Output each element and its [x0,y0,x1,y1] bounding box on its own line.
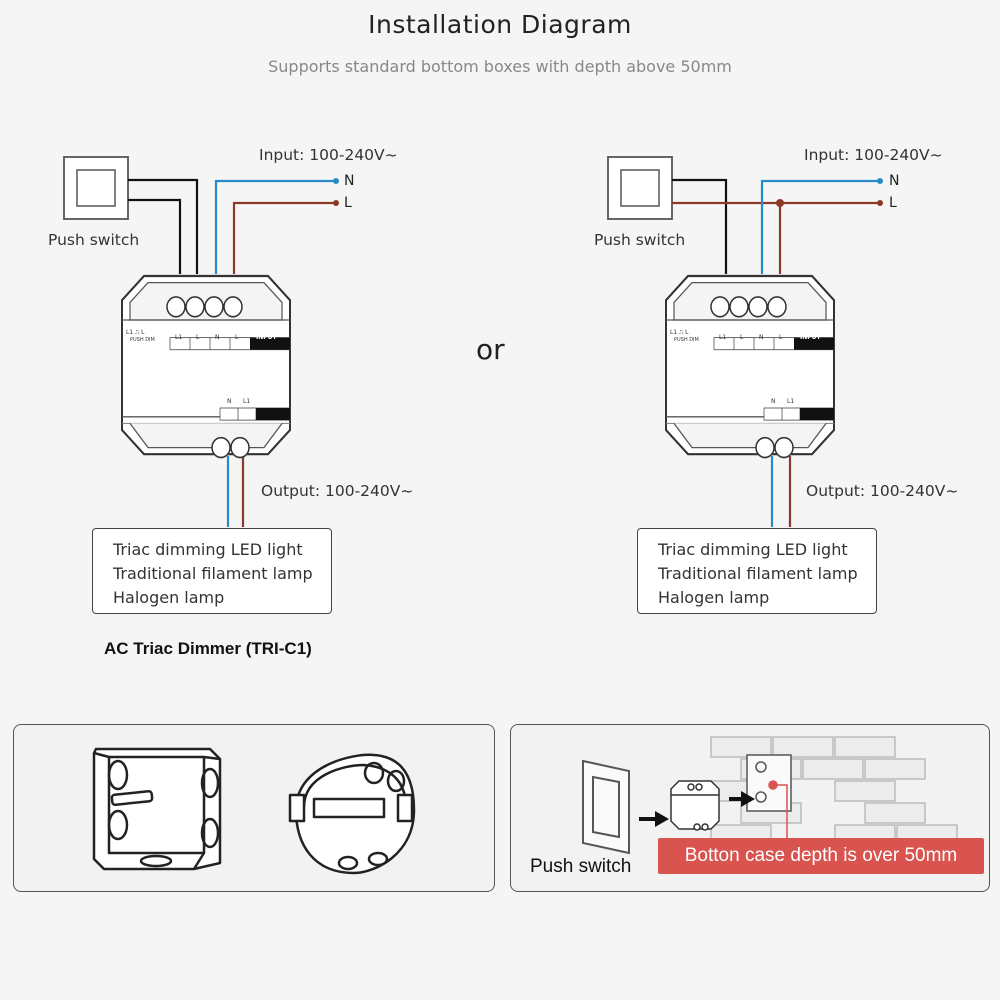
term-in-4: L [235,334,239,341]
diagram-title: Installation Diagram [368,10,632,39]
push-switch-right [607,156,673,220]
switch-wire-right-1 [672,178,728,274]
input-label-right: Input: 100-240V~ [804,146,943,164]
wall-box-icon [746,754,792,812]
load-box-right: Triac dimming LED light Traditional fila… [637,528,877,614]
bottom-box-illustrations [92,747,416,875]
push-switch-left [63,156,129,220]
or-separator: or [476,333,505,366]
diagram-subtitle: Supports standard bottom boxes with dept… [268,57,732,76]
load-line: Halogen lamp [658,588,770,607]
terminal-n-left: N [344,173,355,189]
term-in-1: L1 [719,334,726,341]
square-bottom-box-icon [92,747,222,871]
product-name: AC Triac Dimmer (TRI-C1) [104,639,312,658]
load-line: Halogen lamp [113,588,225,607]
term-in-3: N [215,334,220,341]
switch-wire-left-1 [128,178,199,274]
terminal-n-right: N [889,173,900,189]
module-labels-right: L1 ⎍ L PUSH DIM L1 L N L INPUT N L1 OUTP… [670,329,827,405]
output-tag: OUTPUT [258,399,283,405]
arrow-icon [639,811,669,827]
bottom-box-panel [13,724,495,892]
term-in-2: L [740,334,744,341]
push-switch-label-left: Push switch [48,231,140,249]
input-tag: INPUT [800,334,822,341]
input-tag: INPUT [256,334,278,341]
module-top-marking: L1 ⎍ L [126,329,145,336]
terminal-l-left: L [344,195,352,211]
load-box-left: Triac dimming LED light Traditional fila… [92,528,332,614]
module-push-dim: PUSH DIM [130,337,155,343]
output-label-left: Output: 100-240V~ [261,482,414,500]
term-in-3: N [759,334,764,341]
terminal-l-right: L [889,195,897,211]
wiring-diagrams: L1 ⎍ L PUSH DIM L1 L N L INPUT N L1 OUTP… [63,156,883,527]
load-line: Traditional filament lamp [113,564,313,583]
term-in-4: L [779,334,783,341]
wall-switch-icon [582,759,630,855]
live-wire-left [232,201,336,274]
dimmer-module-right [664,274,836,459]
module-labels-left: L1 ⎍ L PUSH DIM L1 L N L INPUT N L1 OUTP… [126,329,283,405]
load-line: Traditional filament lamp [658,564,858,583]
push-switch-label-right: Push switch [594,231,686,249]
term-out-1: N [227,398,232,405]
input-label-left: Input: 100-240V~ [259,146,398,164]
term-out-2: L1 [243,398,250,405]
module-top-marking: L1 ⎍ L [670,329,689,336]
dimmer-module-left [120,274,292,459]
load-line: Triac dimming LED light [658,540,848,559]
round-bottom-box-icon [288,753,416,875]
neutral-wire-right [760,179,880,274]
term-out-1: N [771,398,776,405]
installation-illustration [582,736,958,855]
neutral-wire-left [214,179,336,274]
arrow-icon [729,791,755,807]
term-in-1: L1 [175,334,182,341]
load-line: Triac dimming LED light [113,540,303,559]
output-tag: OUTPUT [802,399,827,405]
module-push-dim: PUSH DIM [674,337,699,343]
term-out-2: L1 [787,398,794,405]
depth-note-badge: Botton case depth is over 50mm [658,838,984,874]
push-switch-label-bottom: Push switch [530,856,632,877]
output-label-right: Output: 100-240V~ [806,482,959,500]
module-small-icon [670,780,720,831]
term-in-2: L [196,334,200,341]
switch-wire-left-2 [128,198,182,274]
